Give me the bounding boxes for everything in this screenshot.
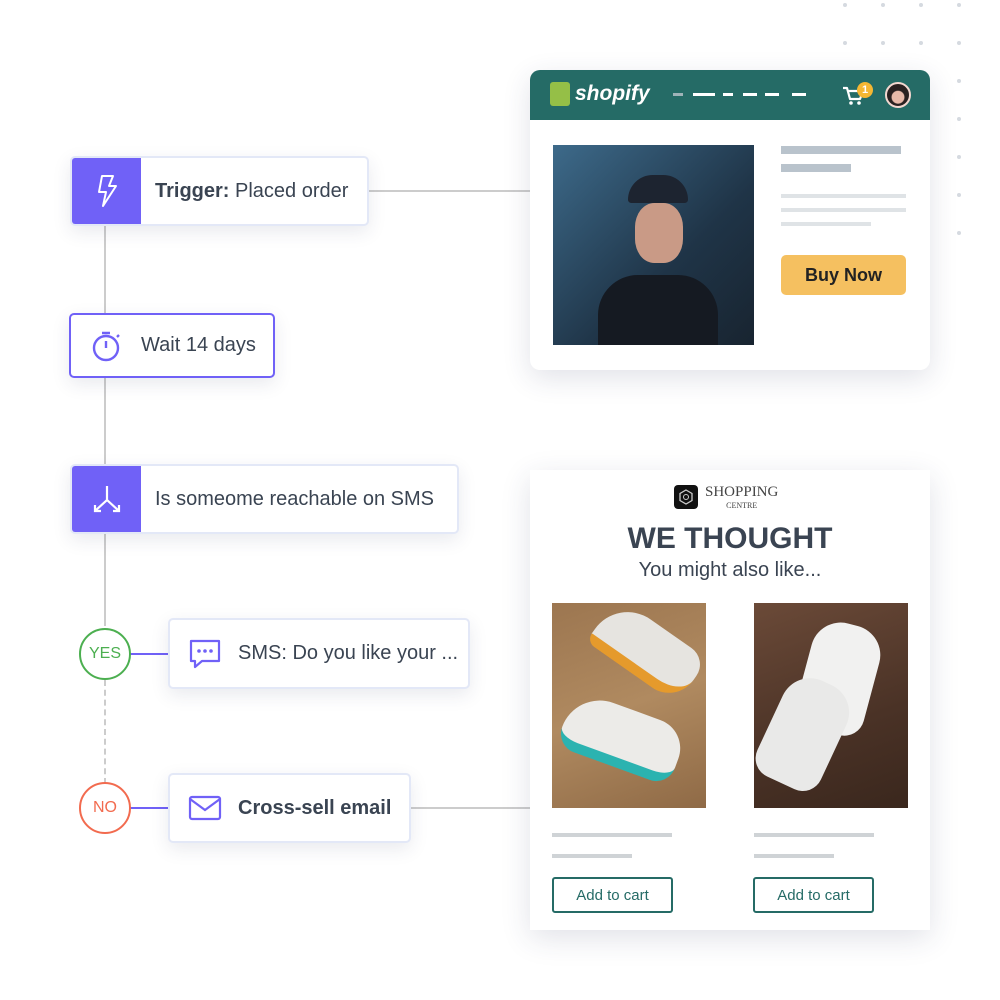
stopwatch-icon xyxy=(91,329,123,363)
trigger-connector xyxy=(368,190,530,192)
nav-placeholder xyxy=(723,93,733,96)
nav-placeholder xyxy=(743,93,757,96)
decorative-dot xyxy=(881,41,885,45)
cross-sell-email-card: SHOPPING CENTRE WE THOUGHT You might als… xyxy=(530,470,930,930)
email-connector xyxy=(411,807,530,809)
envelope-icon xyxy=(188,795,222,821)
add-to-cart-button[interactable]: Add to cart xyxy=(552,877,673,913)
sneaker-shape xyxy=(555,689,689,787)
yes-badge: YES xyxy=(79,628,131,680)
brand-sub: CENTRE xyxy=(726,501,758,510)
avatar[interactable] xyxy=(885,82,911,108)
decorative-dot xyxy=(957,155,961,159)
text-placeholder xyxy=(781,208,906,212)
email-subheadline: You might also like... xyxy=(638,559,822,581)
nav-placeholder xyxy=(765,93,779,96)
sms-label: SMS: Do you like your ... xyxy=(238,642,459,664)
face-shape xyxy=(635,203,683,263)
shopping-centre-logo-icon xyxy=(674,485,698,509)
decorative-dot xyxy=(957,117,961,121)
wait-label: Wait 14 days xyxy=(141,334,256,356)
decorative-dot xyxy=(957,41,961,45)
shopify-header: shopify 1 xyxy=(530,70,930,120)
text-placeholder xyxy=(552,833,672,837)
no-badge: NO xyxy=(79,782,131,834)
yes-connector xyxy=(130,653,168,655)
trigger-bold: Trigger: xyxy=(155,179,230,202)
email-label: Cross-sell email xyxy=(238,796,392,819)
decorative-dot xyxy=(881,3,885,7)
decorative-dot xyxy=(843,3,847,7)
shopping-centre-logo: SHOPPING CENTRE xyxy=(705,484,778,510)
text-placeholder xyxy=(552,854,632,858)
nav-placeholder xyxy=(673,93,683,96)
chat-bubble-icon xyxy=(188,638,222,670)
add-to-cart-button[interactable]: Add to cart xyxy=(753,877,874,913)
cap-shape xyxy=(628,175,688,203)
product-photo xyxy=(553,145,754,345)
cart-count-badge: 1 xyxy=(857,82,873,98)
flow-connector-dashed xyxy=(104,680,106,784)
wait-node[interactable]: Wait 14 days xyxy=(69,313,275,378)
text-placeholder xyxy=(754,833,874,837)
decorative-dot xyxy=(957,193,961,197)
decorative-dot xyxy=(957,3,961,7)
shopify-logo: shopify xyxy=(575,82,650,105)
product-image-sneaker-1 xyxy=(552,603,706,808)
email-headline: WE THOUGHT xyxy=(627,522,833,555)
trigger-node[interactable]: Trigger: Placed order xyxy=(70,156,369,226)
brand-name: SHOPPING xyxy=(705,484,779,500)
split-node[interactable]: Is someome reachable on SMS xyxy=(70,464,459,534)
shirt-shape xyxy=(598,275,718,345)
shopify-bag-icon xyxy=(550,82,570,106)
decorative-dot xyxy=(957,79,961,83)
product-image-sneaker-2 xyxy=(754,603,908,808)
decorative-dot xyxy=(919,41,923,45)
no-connector xyxy=(130,807,168,809)
flow-connector xyxy=(104,226,106,626)
lightning-icon xyxy=(72,158,141,224)
decorative-dot xyxy=(957,231,961,235)
split-icon xyxy=(72,466,141,532)
sms-node[interactable]: SMS: Do you like your ... xyxy=(168,618,470,689)
text-placeholder xyxy=(781,146,901,154)
sneaker-shape xyxy=(586,603,706,705)
shopify-product-card: shopify 1 Buy Now xyxy=(530,70,930,370)
buy-now-button[interactable]: Buy Now xyxy=(781,255,906,295)
nav-placeholder xyxy=(693,93,715,96)
decorative-dot xyxy=(843,41,847,45)
split-label: Is someome reachable on SMS xyxy=(155,487,435,510)
email-node[interactable]: Cross-sell email xyxy=(168,773,411,843)
nav-placeholder xyxy=(792,93,806,96)
text-placeholder xyxy=(754,854,834,858)
text-placeholder xyxy=(781,222,871,226)
text-placeholder xyxy=(781,194,906,198)
decorative-dot xyxy=(919,3,923,7)
trigger-label: Placed order xyxy=(229,179,349,202)
text-placeholder xyxy=(781,164,851,172)
